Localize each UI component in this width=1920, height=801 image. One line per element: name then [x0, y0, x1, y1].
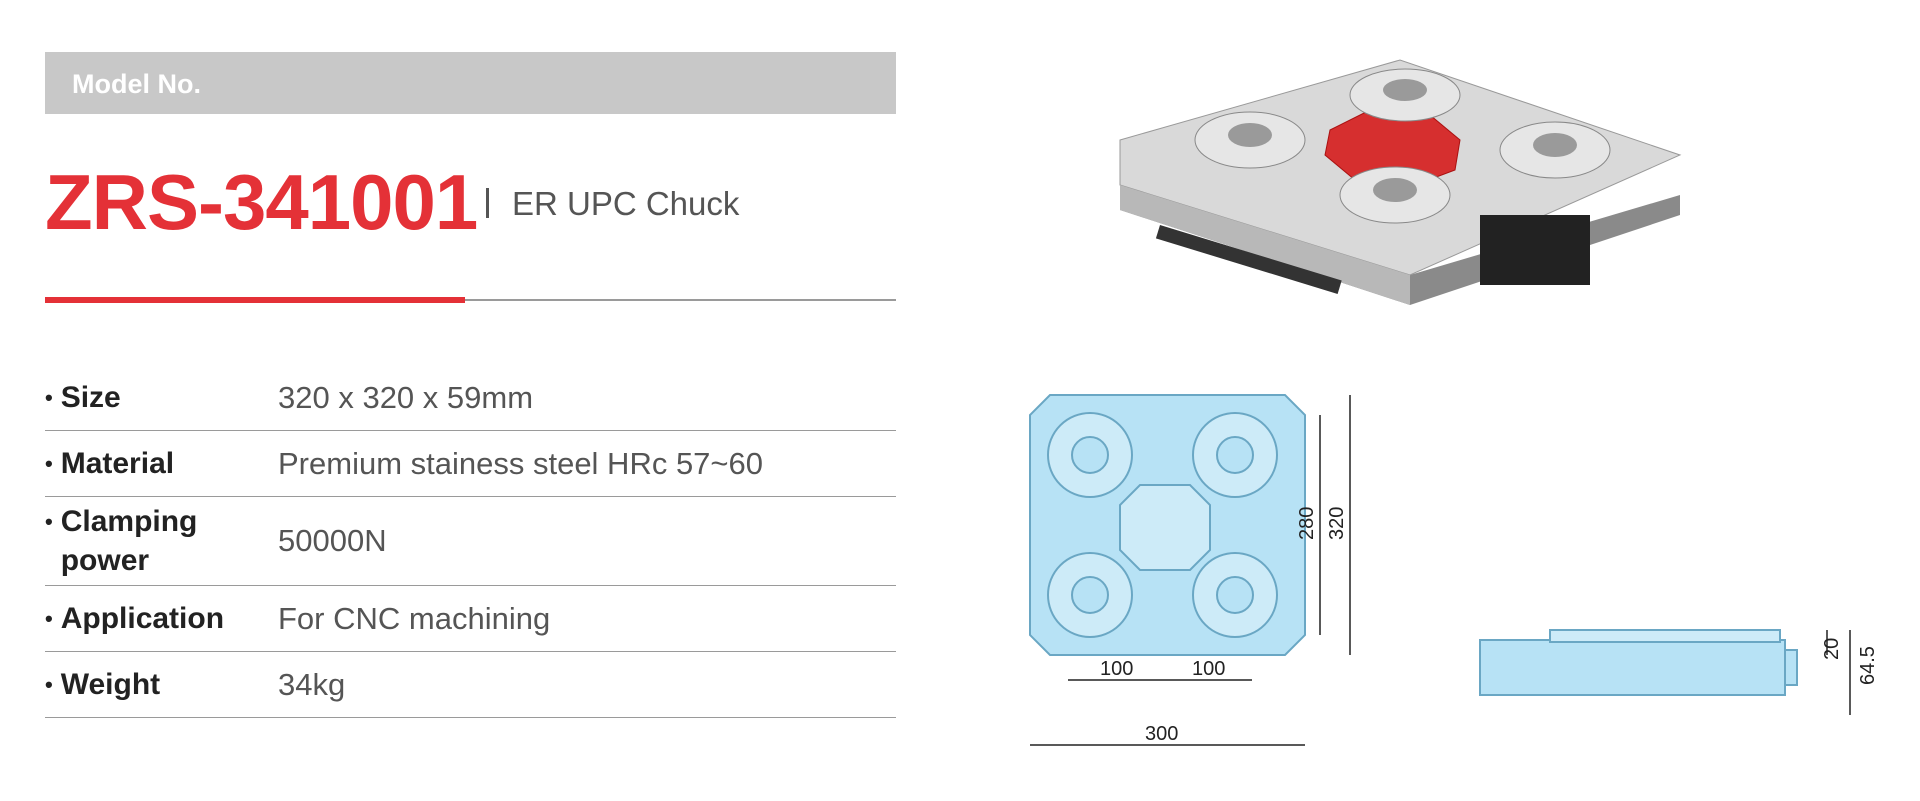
spec-label-size: Size: [60, 381, 121, 414]
spec-label-material: Material: [60, 447, 175, 480]
bullet: •: [45, 509, 53, 534]
clamp-module-core: [1383, 79, 1427, 101]
spec-label-weight: Weight: [60, 668, 161, 701]
dimension-20: 20: [1821, 638, 1843, 660]
title-underline-accent: [45, 297, 465, 303]
dimension-300: 300: [1145, 723, 1178, 745]
side-view-top-modules: [1549, 629, 1781, 643]
drawing-module-core: [1216, 436, 1254, 474]
clamp-module-core: [1228, 123, 1272, 147]
spec-value-weight: 34kg: [278, 666, 346, 702]
model-number: ZRS-341001: [45, 158, 478, 246]
bullet: •: [45, 451, 53, 476]
chuck-slot: [1155, 225, 1342, 294]
chuck-front-face: [1120, 185, 1410, 305]
product-render-image: [1119, 59, 1682, 305]
drawing-module-core: [1216, 576, 1254, 614]
dimension-100-left: 100: [1100, 658, 1133, 680]
title-separator: [486, 188, 489, 218]
side-view-valve: [1784, 649, 1798, 686]
title-underline-rule: [465, 299, 896, 301]
dimension-320: 320: [1326, 507, 1348, 540]
dimension-100-right: 100: [1192, 658, 1225, 680]
spec-row-material: • Material Premium stainess steel HRc 57…: [45, 431, 896, 497]
drawing-module-core: [1071, 576, 1109, 614]
drawing-module-core: [1071, 436, 1109, 474]
dimension-64-5: 64.5: [1857, 646, 1879, 685]
spec-value-size: 320 x 320 x 59mm: [278, 379, 534, 415]
bullet: •: [45, 672, 53, 697]
spec-table: • Size 320 x 320 x 59mm • Material Premi…: [45, 365, 896, 718]
spec-row-application: • Application For CNC machining: [45, 586, 896, 652]
spec-label-application: Application: [60, 602, 225, 635]
spec-row-size: • Size 320 x 320 x 59mm: [45, 365, 896, 431]
spec-row-clamping-power: • Clamping power 50000N: [45, 497, 896, 586]
side-view-body: [1479, 639, 1786, 696]
spec-row-weight: • Weight 34kg: [45, 652, 896, 718]
bullet: •: [45, 385, 53, 410]
dimension-280: 280: [1296, 507, 1318, 540]
bullet: •: [45, 606, 53, 631]
spec-value-material: Premium stainess steel HRc 57~60: [278, 445, 764, 481]
top-view-drawing: 280 320 100 100 300: [1029, 394, 1351, 746]
clamp-module-core: [1373, 178, 1417, 202]
model-number-bar: Model No.: [45, 52, 896, 114]
spec-value-application: For CNC machining: [278, 600, 551, 636]
spec-value-clamping-power: 50000N: [278, 523, 387, 558]
spec-label-clamping-power: Clamping power: [60, 505, 198, 577]
drawing-center-plate: [1119, 484, 1211, 571]
model-label: Model No.: [72, 69, 201, 99]
side-view-drawing: 20 64.5: [1479, 629, 1879, 715]
clamp-module-core: [1533, 133, 1577, 157]
valve-block: [1480, 215, 1590, 285]
product-type: ER UPC Chuck: [512, 185, 740, 222]
